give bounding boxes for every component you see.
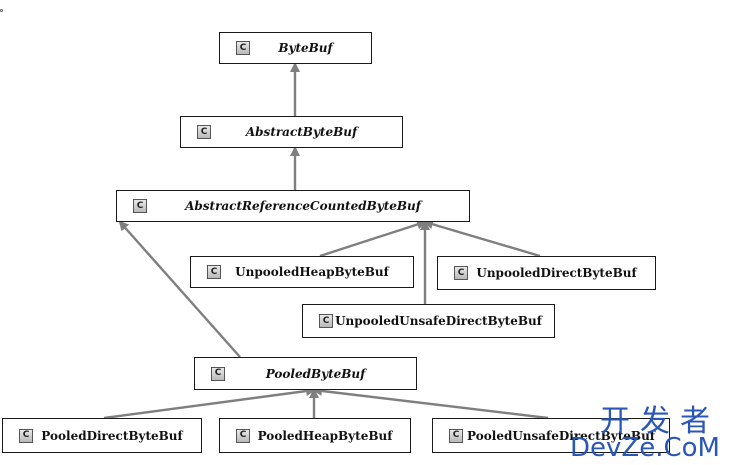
- node-bytebuf[interactable]: C ByteBuf: [219, 32, 372, 64]
- edge-unpooled_direct_bytebuf-to-abstract_reference_counted_bytebuf: [423, 219, 541, 258]
- node-abstract-bytebuf[interactable]: C AbstractByteBuf: [180, 116, 403, 148]
- node-label: AbstractByteBuf: [245, 125, 358, 139]
- corner-dot: [0, 9, 3, 12]
- class-icon: C: [454, 266, 468, 280]
- class-icon: C: [211, 366, 225, 381]
- node-pooled-direct-bytebuf[interactable]: C PooledDirectByteBuf: [2, 418, 202, 453]
- class-icon: C: [449, 428, 463, 443]
- node-label: PooledHeapByteBuf: [257, 428, 393, 443]
- node-label: PooledByteBuf: [265, 366, 366, 381]
- class-icon: C: [236, 428, 250, 443]
- class-icon: C: [207, 265, 221, 279]
- node-label: UnpooledHeapByteBuf: [235, 265, 389, 279]
- class-icon: C: [133, 199, 147, 213]
- node-unpooled-heap-bytebuf[interactable]: C UnpooledHeapByteBuf: [190, 256, 414, 288]
- edge-pooled_unsafe_direct_bytebuf-to-pooled_bytebuf: [312, 385, 549, 420]
- class-icon: C: [19, 428, 33, 443]
- class-icon: C: [197, 125, 211, 139]
- node-label: ByteBuf: [278, 41, 333, 55]
- node-unpooled-direct-bytebuf[interactable]: C UnpooledDirectByteBuf: [437, 256, 656, 290]
- edge-unpooled_heap_bytebuf-to-abstract_reference_counted_bytebuf: [319, 219, 427, 258]
- watermark: 开发者 DevZe.CoM: [570, 404, 720, 463]
- node-unpooled-unsafe-direct-bytebuf[interactable]: C UnpooledUnsafeDirectByteBuf: [302, 304, 555, 338]
- node-pooled-bytebuf[interactable]: C PooledByteBuf: [194, 357, 417, 390]
- class-icon: C: [236, 41, 250, 55]
- watermark-bottom: DevZe.CoM: [570, 433, 720, 463]
- class-icon: C: [319, 314, 333, 328]
- node-abstract-reference-counted-bytebuf[interactable]: C AbstractReferenceCountedByteBuf: [116, 190, 470, 222]
- node-label: PooledUnsafeDirectByteBuf: [467, 428, 655, 443]
- node-pooled-heap-bytebuf[interactable]: C PooledHeapByteBuf: [219, 418, 411, 453]
- watermark-top: 开发者: [600, 404, 720, 439]
- node-label: PooledDirectByteBuf: [41, 428, 183, 443]
- node-pooled-unsafe-direct-bytebuf[interactable]: C PooledUnsafeDirectByteBuf: [432, 418, 670, 453]
- node-label: AbstractReferenceCountedByteBuf: [185, 199, 421, 213]
- edge-pooled_direct_bytebuf-to-pooled_bytebuf: [103, 386, 316, 420]
- node-label: UnpooledUnsafeDirectByteBuf: [335, 314, 542, 328]
- node-label: UnpooledDirectByteBuf: [476, 266, 637, 280]
- edge-pooled_bytebuf-to-abstract_reference_counted_bytebuf: [118, 220, 241, 358]
